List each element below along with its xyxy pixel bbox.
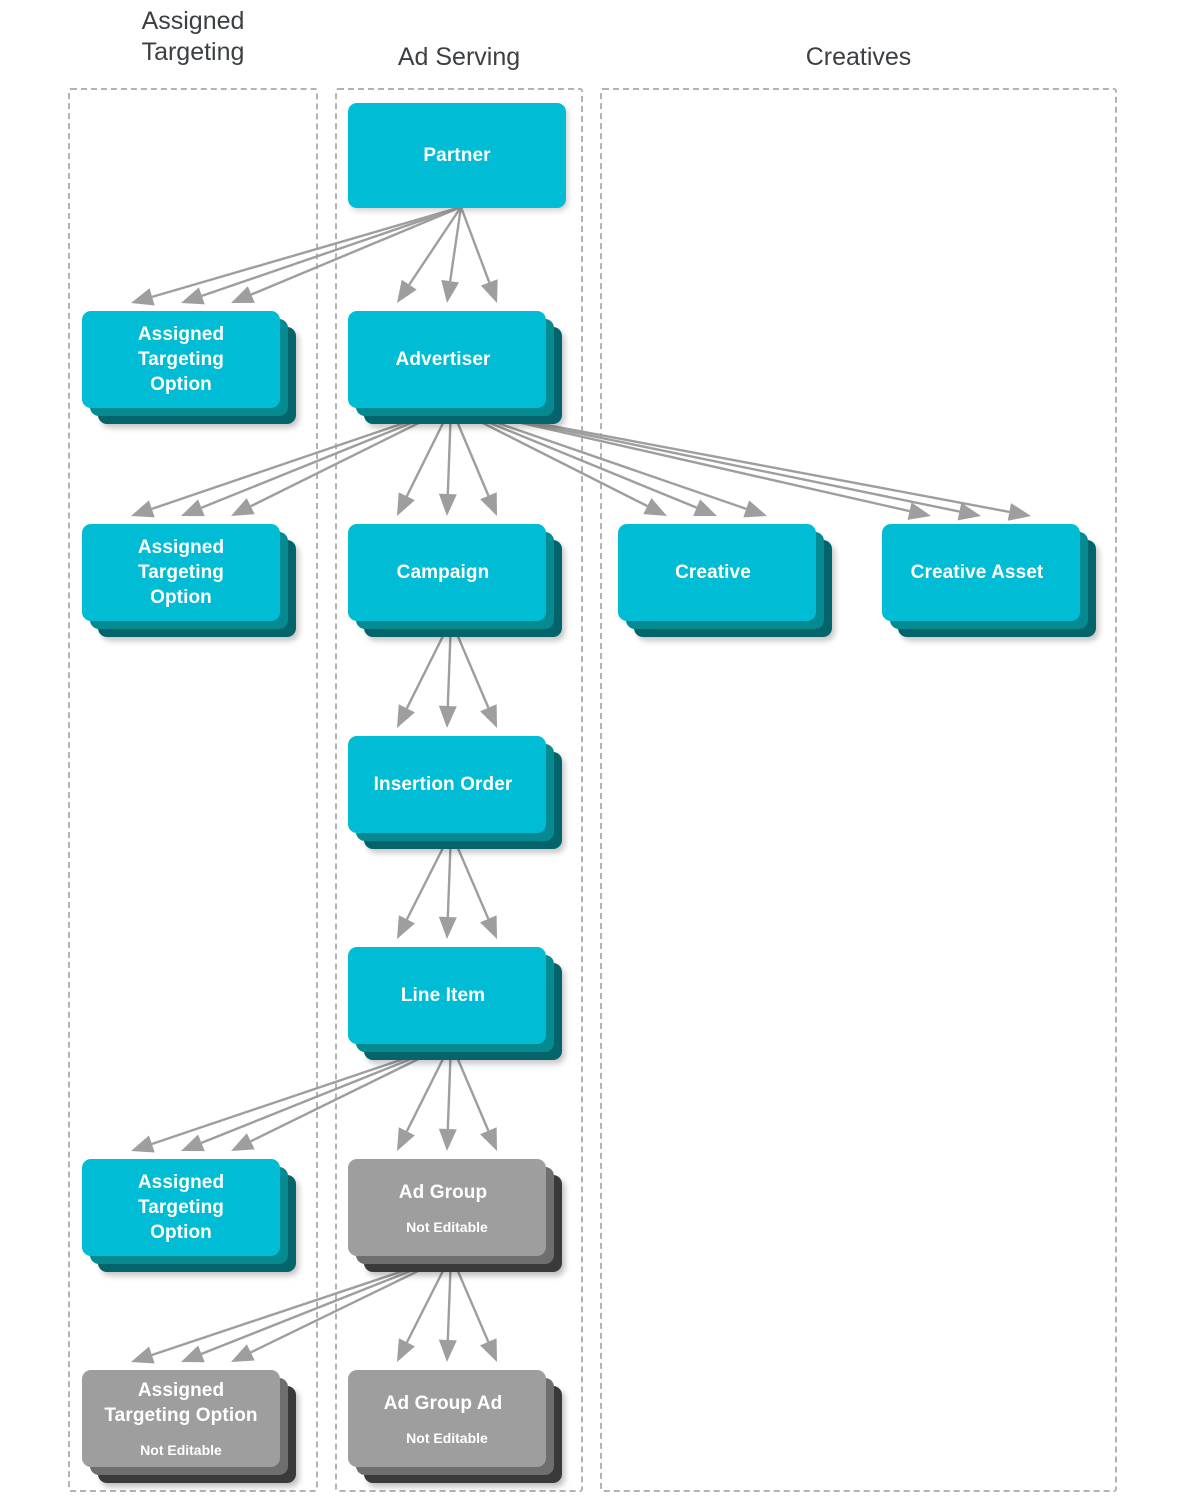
node-not-editable-label: Not Editable — [406, 1429, 488, 1446]
node-ato-lineitem[interactable]: Assigned Targeting Option — [82, 1159, 296, 1272]
column-header-creatives: Creatives — [805, 43, 912, 71]
node-title: Creative — [675, 562, 751, 583]
node-face: Partner — [348, 103, 566, 208]
node-advertiser[interactable]: Advertiser — [348, 311, 562, 424]
lane-ad-serving — [335, 88, 583, 1492]
node-face: Creative — [618, 524, 816, 621]
node-face: Ad Group Ad Not Editable — [348, 1370, 546, 1467]
node-ad-group-ad[interactable]: Ad Group Ad Not Editable — [348, 1370, 562, 1483]
node-face: Assigned Targeting Option — [82, 1159, 280, 1256]
node-title: Campaign — [396, 562, 490, 583]
node-title: Assigned Targeting Option — [137, 1172, 225, 1243]
node-title: Partner — [423, 145, 491, 166]
node-ato-advertiser[interactable]: Assigned Targeting Option — [82, 524, 296, 637]
node-title: Insertion Order — [373, 774, 513, 795]
node-line-item[interactable]: Line Item — [348, 947, 562, 1060]
node-creative-asset[interactable]: Creative Asset — [882, 524, 1096, 637]
lane-assigned-targeting — [68, 88, 318, 1492]
node-face: Assigned Targeting Option — [82, 524, 280, 621]
node-face: Advertiser — [348, 311, 546, 408]
node-title: Ad Group Ad — [383, 1392, 503, 1414]
node-face: Insertion Order — [348, 736, 546, 833]
node-title: Assigned Targeting Option — [137, 537, 225, 608]
node-face: Line Item — [348, 947, 546, 1044]
node-insertion-order[interactable]: Insertion Order — [348, 736, 562, 849]
node-title: Advertiser — [395, 349, 491, 370]
node-title: Assigned Targeting Option — [104, 1380, 258, 1426]
column-header-assigned-targeting: Assigned Targeting — [141, 7, 245, 66]
node-face: Creative Asset — [882, 524, 1080, 621]
node-title: Line Item — [400, 985, 486, 1006]
node-face: Assigned Targeting Option — [82, 311, 280, 408]
node-creative[interactable]: Creative — [618, 524, 832, 637]
node-title: Creative Asset — [910, 562, 1044, 583]
node-not-editable-label: Not Editable — [406, 1218, 488, 1235]
lane-creatives — [600, 88, 1117, 1492]
node-ato-partner[interactable]: Assigned Targeting Option — [82, 311, 296, 424]
node-title: Assigned Targeting Option — [137, 324, 225, 395]
node-not-editable-label: Not Editable — [140, 1442, 222, 1458]
node-title: Ad Group — [398, 1181, 488, 1203]
node-face: Campaign — [348, 524, 546, 621]
column-header-ad-serving: Ad Serving — [397, 43, 521, 71]
node-partner[interactable]: Partner — [348, 103, 566, 208]
node-campaign[interactable]: Campaign — [348, 524, 562, 637]
